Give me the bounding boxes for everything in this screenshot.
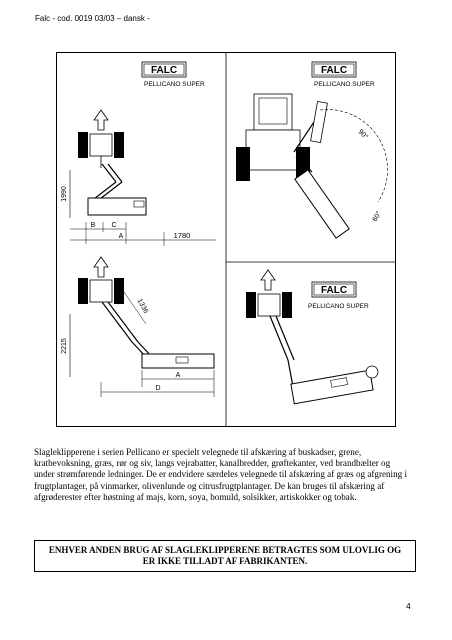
dim-1990: 1990 — [61, 186, 68, 202]
description-paragraph: Slagleklipperene i serien Pellicano er s… — [34, 447, 407, 502]
panel-rear-view: FALC PELLICANO SUPER 90° 60° — [236, 61, 388, 239]
dim-label-a-2: A — [176, 372, 181, 379]
logo-text-3: FALC — [321, 285, 347, 296]
dim-label-a: A — [119, 233, 124, 240]
angle-90: 90° — [357, 128, 370, 141]
dim-1336: 1336 — [136, 298, 150, 315]
panel-rear-raised-view: FALC PELLICANO SUPER — [246, 269, 379, 405]
page-number: 4 — [406, 601, 411, 611]
logo-text-1: FALC — [151, 65, 177, 76]
warning-line-2: ER IKKE TILLADT AF FABRIKANTEN. — [142, 556, 308, 566]
dim-label-d: D — [155, 385, 160, 392]
dim-label-c: C — [111, 222, 116, 229]
mower-diagram: FALC PELLICANO SUPER 1990 — [56, 52, 396, 427]
dim-label-b: B — [91, 222, 96, 229]
panel-raised-view: 1336 2215 A D — [61, 256, 215, 397]
angle-60: 60° — [371, 210, 383, 223]
model-label-1: PELLICANO SUPER — [144, 81, 205, 88]
technical-drawing: FALC PELLICANO SUPER 1990 — [56, 52, 396, 427]
warning-line-1: ENHVER ANDEN BRUG AF SLAGLEKLIPPERENE BE… — [48, 545, 402, 555]
logo-text-2: FALC — [321, 65, 347, 76]
panel-top-view: FALC PELLICANO SUPER 1990 — [61, 61, 216, 246]
model-label-2: PELLICANO SUPER — [314, 81, 375, 88]
warning-box: ENHVER ANDEN BRUG AF SLAGLEKLIPPERENE BE… — [34, 540, 416, 572]
model-label-3: PELLICANO SUPER — [308, 303, 369, 310]
dim-2215: 2215 — [61, 338, 68, 354]
dim-1780: 1780 — [174, 231, 191, 240]
page-header: Falc - cod. 0019 03/03 – dansk - — [35, 14, 150, 23]
